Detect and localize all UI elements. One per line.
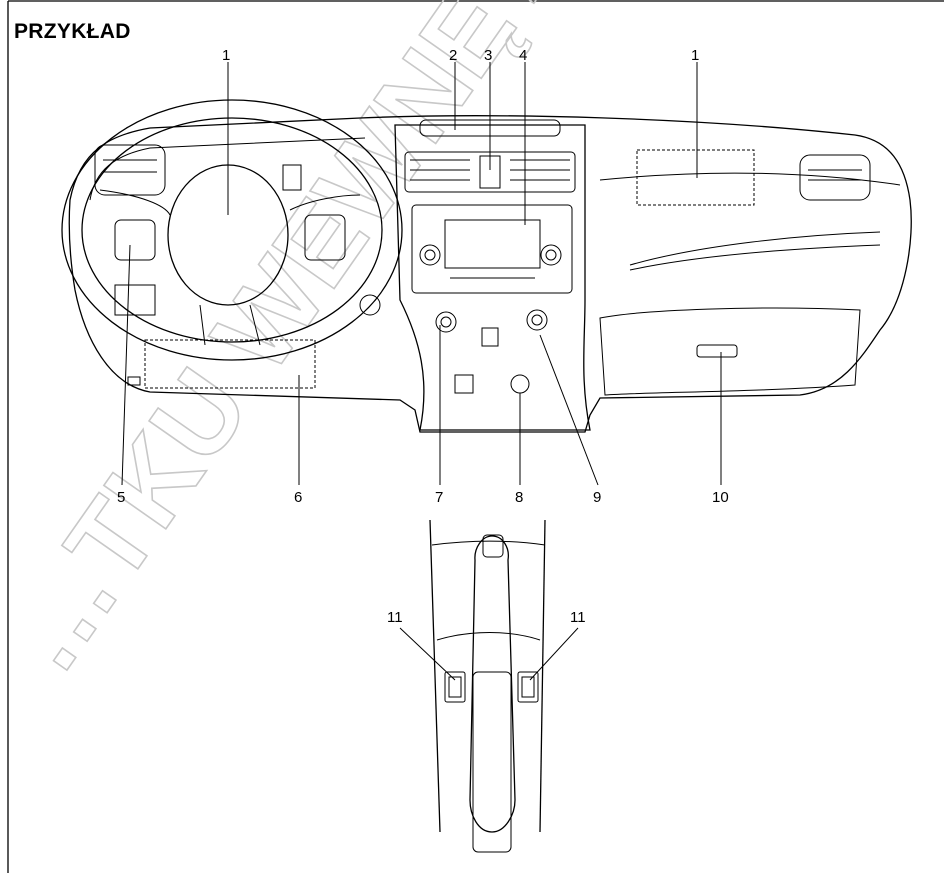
callout-11-left: 11 (387, 609, 403, 626)
seat-heater-switch-left (444, 671, 466, 703)
handbrake-lever (469, 535, 516, 833)
diagram-title: PRZYKŁAD (14, 20, 131, 43)
callout-8: 8 (515, 489, 523, 506)
callout-11-right: 11 (570, 609, 586, 626)
callout-9: 9 (593, 489, 601, 506)
callout-6: 6 (294, 489, 302, 506)
leader-lines (121, 62, 722, 681)
callout-7: 7 (435, 489, 443, 506)
callout-3: 3 (484, 47, 492, 64)
knee-airbag-area (144, 339, 316, 389)
callout-10: 10 (712, 489, 729, 506)
callout-5: 5 (117, 489, 125, 506)
seat-heater-switch-right (517, 671, 539, 703)
center-tunnel-drawing (429, 519, 546, 853)
callout-2: 2 (449, 47, 457, 64)
callout-4: 4 (519, 47, 527, 64)
callout-1-steering: 1 (222, 47, 230, 64)
callout-1-passenger: 1 (691, 47, 699, 64)
passenger-airbag-area (636, 149, 755, 206)
